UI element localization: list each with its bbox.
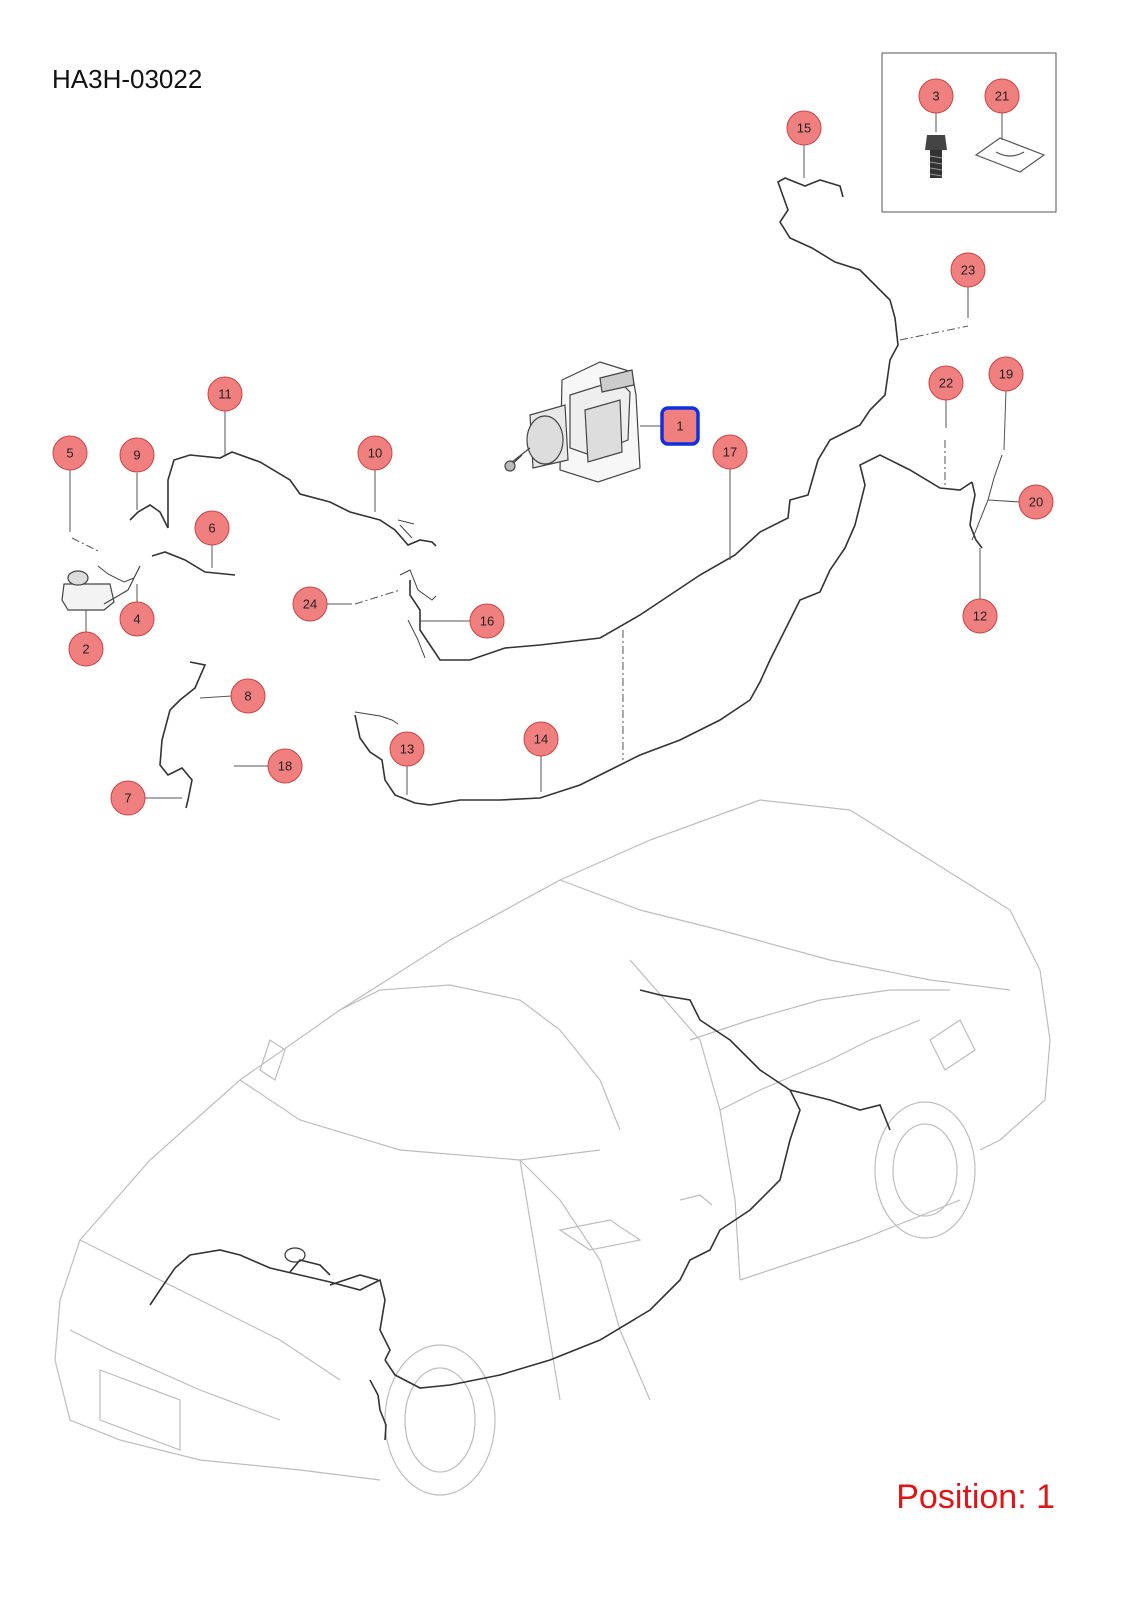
callout-24-label: 24 xyxy=(303,597,317,612)
callout-20-label: 20 xyxy=(1029,495,1043,510)
callout-17-label: 17 xyxy=(723,445,737,460)
callout-7-label: 7 xyxy=(124,791,131,806)
car-brake-lines xyxy=(149,989,891,1441)
callout-15[interactable]: 15 xyxy=(786,110,822,146)
callout-1[interactable]: 1 xyxy=(660,406,700,446)
clip-illustration xyxy=(974,137,1046,173)
abs-module-illustration xyxy=(504,361,641,483)
callout-13-label: 13 xyxy=(400,742,414,757)
callout-19[interactable]: 19 xyxy=(988,356,1024,392)
callout-21[interactable]: 21 xyxy=(984,78,1020,114)
brake-lines xyxy=(71,177,1003,809)
inset-box xyxy=(881,52,1057,213)
callout-4[interactable]: 4 xyxy=(119,601,155,637)
callout-23[interactable]: 23 xyxy=(950,252,986,288)
callout-8[interactable]: 8 xyxy=(230,678,266,714)
callout-12[interactable]: 12 xyxy=(962,598,998,634)
callout-23-label: 23 xyxy=(961,263,975,278)
callout-20[interactable]: 20 xyxy=(1018,484,1054,520)
callout-11[interactable]: 11 xyxy=(207,376,243,412)
callout-2[interactable]: 2 xyxy=(68,631,104,667)
callout-14-label: 14 xyxy=(534,732,548,747)
car-outline xyxy=(54,799,1051,1496)
callout-17[interactable]: 17 xyxy=(712,434,748,470)
callout-24[interactable]: 24 xyxy=(292,586,328,622)
callout-18[interactable]: 18 xyxy=(267,748,303,784)
callout-2-label: 2 xyxy=(82,642,89,657)
reservoir-illustration xyxy=(61,565,141,611)
callout-22-label: 22 xyxy=(939,376,953,391)
callout-19-label: 19 xyxy=(999,367,1013,382)
callout-15-label: 15 xyxy=(797,121,811,136)
callout-5[interactable]: 5 xyxy=(52,435,88,471)
callout-18-label: 18 xyxy=(278,759,292,774)
callout-5-label: 5 xyxy=(66,446,73,461)
callout-6[interactable]: 6 xyxy=(194,510,230,546)
callouts: 1 2 3 4 5 6 7 8 9 10 11 12 13 14 15 16 1… xyxy=(52,78,1054,816)
callout-10-label: 10 xyxy=(368,446,382,461)
callout-10[interactable]: 10 xyxy=(357,435,393,471)
callout-22[interactable]: 22 xyxy=(928,365,964,401)
callout-3[interactable]: 3 xyxy=(918,78,954,114)
callout-4-label: 4 xyxy=(133,612,140,627)
callout-11-label: 11 xyxy=(218,387,232,402)
callout-9[interactable]: 9 xyxy=(119,437,155,473)
bolt-illustration xyxy=(925,135,947,178)
callout-16-label: 16 xyxy=(480,614,494,629)
diagram-code: HA3H-03022 xyxy=(52,64,203,94)
callout-1-label: 1 xyxy=(676,419,683,434)
callout-3-label: 3 xyxy=(932,89,939,104)
callout-8-label: 8 xyxy=(244,689,251,704)
callout-9-label: 9 xyxy=(133,448,140,463)
callout-13[interactable]: 13 xyxy=(389,731,425,767)
callout-16[interactable]: 16 xyxy=(469,603,505,639)
callout-7[interactable]: 7 xyxy=(110,780,146,816)
position-label: Position: 1 xyxy=(896,1478,1055,1516)
callout-6-label: 6 xyxy=(208,521,215,536)
callout-12-label: 12 xyxy=(973,609,987,624)
callout-21-label: 21 xyxy=(995,89,1009,104)
callout-14[interactable]: 14 xyxy=(523,721,559,757)
leader-lines xyxy=(69,110,1021,799)
